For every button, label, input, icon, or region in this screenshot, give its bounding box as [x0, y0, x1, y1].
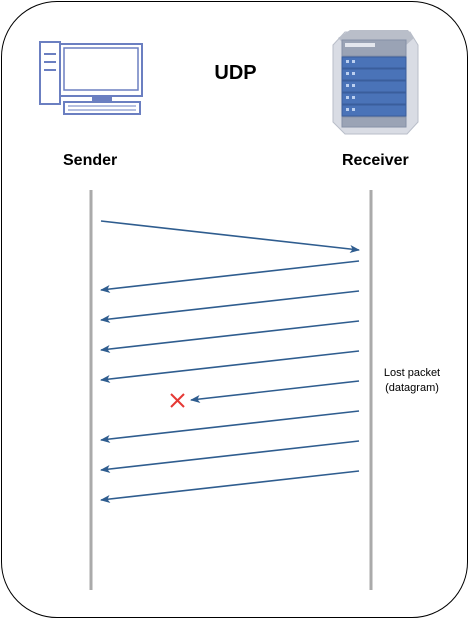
message-arrow — [100, 260, 360, 293]
message-arrows — [100, 220, 360, 503]
message-arrow — [100, 220, 360, 253]
lost-packet-note-line2: (datagram) — [385, 382, 439, 394]
sender-label: Sender — [63, 152, 118, 169]
message-arrow — [100, 320, 360, 353]
lost-message-arrow — [190, 380, 360, 403]
message-arrow — [100, 350, 360, 383]
desktop-computer-icon — [39, 41, 143, 115]
diagram-title: UDP — [214, 62, 257, 84]
server-rack-icon — [332, 30, 419, 135]
lost-packet-note: Lost packet (datagram) — [372, 366, 452, 396]
message-arrow — [100, 290, 360, 323]
receiver-label: Receiver — [342, 152, 409, 169]
message-arrow — [100, 440, 360, 473]
message-arrow — [100, 410, 360, 443]
message-arrow — [100, 470, 360, 503]
lost-packet-x-icon — [170, 393, 185, 408]
lost-packet-note-line1: Lost packet — [383, 367, 441, 379]
